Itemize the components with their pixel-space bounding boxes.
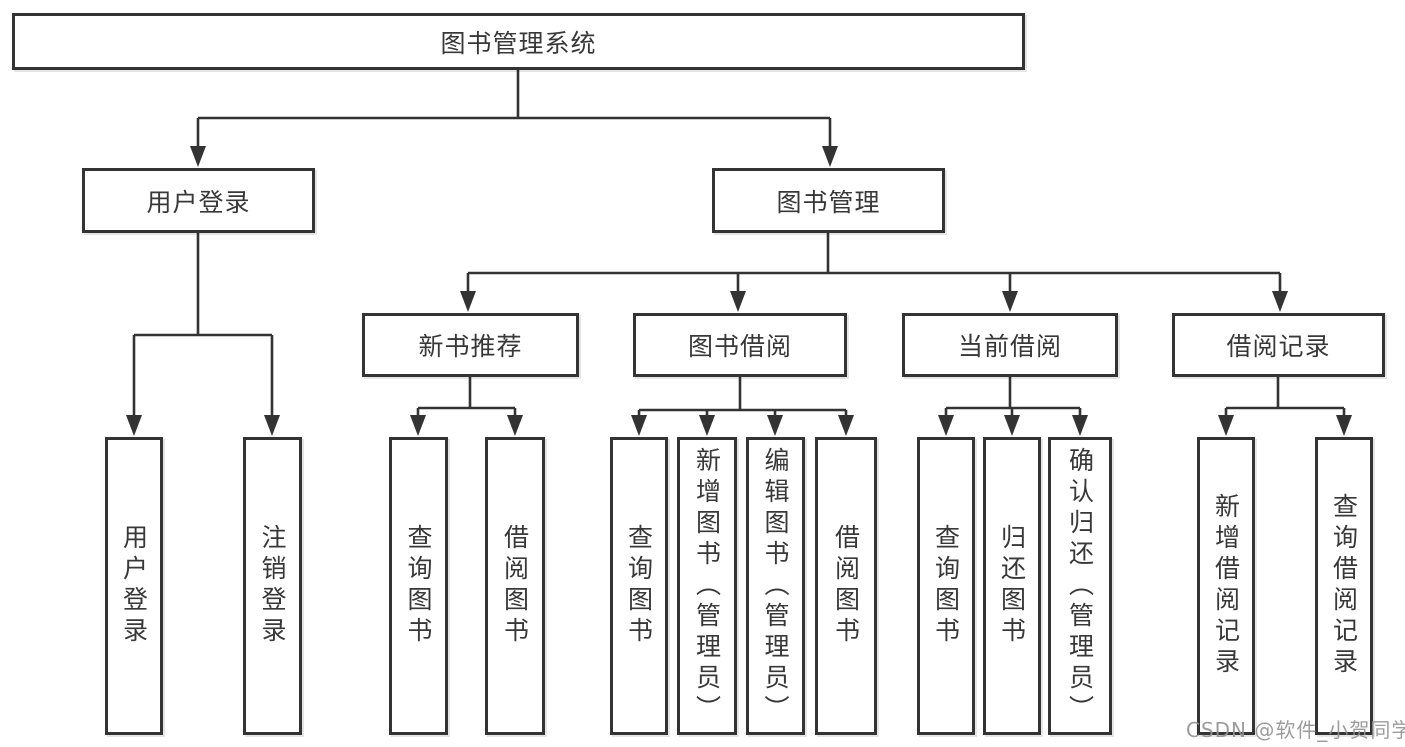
leaf-borrow-books-borrow: 借阅图书: [815, 437, 877, 735]
leaf-add-book-admin-label: 新增图书（管理员）: [692, 446, 722, 726]
leaf-logout: 注销登录: [243, 437, 302, 735]
leaf-query-books-current: 查询图书: [917, 437, 975, 735]
connector-newrec-to-leaves: [410, 377, 523, 436]
connector-root-to-level2: [190, 70, 838, 167]
connector-borrow-to-leaves: [631, 377, 854, 436]
connector-current-to-leaves: [938, 377, 1088, 436]
connector-records-to-leaves: [1218, 377, 1352, 436]
node-borrowing-records: 借阅记录: [1172, 313, 1385, 377]
node-current-borrowing: 当前借阅: [902, 313, 1118, 377]
leaf-query-books-borrow: 查询图书: [610, 437, 668, 735]
leaf-query-books-newrec: 查询图书: [389, 437, 448, 735]
leaf-borrow-books-newrec-label: 借阅图书: [500, 524, 530, 648]
leaf-user-login: 用户登录: [105, 437, 163, 735]
leaf-user-login-label: 用户登录: [119, 524, 149, 648]
leaf-add-book-admin: 新增图书（管理员）: [677, 437, 737, 735]
leaf-borrow-books-borrow-label: 借阅图书: [831, 524, 861, 648]
leaf-query-books-newrec-label: 查询图书: [404, 524, 433, 648]
leaf-logout-label: 注销登录: [258, 524, 287, 648]
csdn-watermark: CSDN @软件_小贺同学: [1186, 718, 1405, 742]
node-book-borrowing: 图书借阅: [633, 313, 847, 377]
leaf-query-borrow-record-label: 查询借阅记录: [1329, 493, 1359, 679]
node-book-management-branch: 图书管理: [712, 168, 945, 233]
connector-mgmt-to-level3: [460, 233, 1288, 312]
node-new-book-recommend: 新书推荐: [362, 313, 579, 377]
leaf-edit-book-admin-label: 编辑图书（管理员）: [761, 446, 790, 726]
leaf-query-books-current-label: 查询图书: [931, 524, 961, 648]
leaf-borrow-books-newrec: 借阅图书: [485, 437, 545, 735]
node-root-system: 图书管理系统: [12, 13, 1025, 70]
leaf-add-borrow-record-label: 新增借阅记录: [1211, 493, 1241, 679]
leaf-return-book-label: 归还图书: [997, 524, 1027, 648]
leaf-query-borrow-record: 查询借阅记录: [1315, 437, 1373, 735]
leaf-add-borrow-record: 新增借阅记录: [1197, 437, 1255, 735]
leaf-confirm-return-admin-label: 确认归还（管理员）: [1065, 446, 1095, 726]
leaf-edit-book-admin: 编辑图书（管理员）: [746, 437, 805, 735]
node-user-login-branch: 用户登录: [82, 168, 315, 233]
leaf-query-books-borrow-label: 查询图书: [624, 524, 654, 648]
leaf-return-book: 归还图书: [983, 437, 1041, 735]
connector-login-to-leaves: [126, 233, 280, 436]
leaf-confirm-return-admin: 确认归还（管理员）: [1048, 437, 1112, 735]
